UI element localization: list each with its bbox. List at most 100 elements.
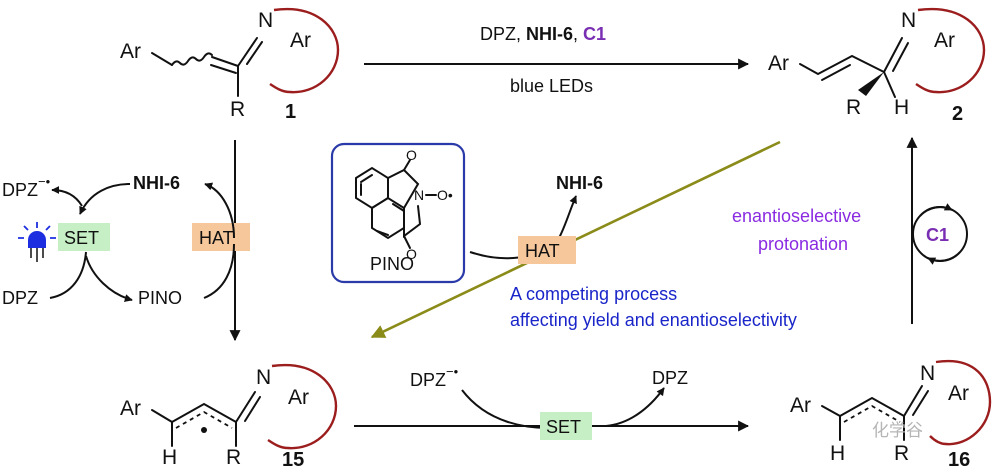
r-label: R	[894, 442, 909, 465]
set-label: SET	[64, 228, 99, 248]
oxygen-bottom: O	[406, 246, 417, 262]
arc-set-to-dpz-radical	[51, 186, 83, 207]
hat-label-left: HAT	[199, 228, 234, 248]
h-label: H	[162, 446, 177, 469]
imine-second-bond	[912, 390, 929, 416]
dpz-label: DPZ	[2, 288, 38, 308]
alkene-second-bond	[821, 64, 851, 81]
imine-second-bond	[892, 42, 909, 72]
bond-to-n	[903, 385, 923, 417]
compound-2-structure: Ar R H N Ar 2	[768, 7, 986, 125]
n-label: N	[256, 366, 271, 389]
reduction-step: DPZ−• DPZ SET	[354, 364, 750, 440]
h-label: H	[830, 442, 845, 465]
bond	[151, 52, 173, 66]
carbonyl-top	[403, 159, 411, 171]
ring-ar-label: Ar	[288, 386, 309, 409]
dpz-radical-anion: DPZ−•	[2, 174, 51, 200]
pino-structure-box: O O N O• PINO	[330, 142, 466, 284]
arc-dpz-to-set	[49, 251, 87, 299]
radical-dot	[201, 427, 207, 433]
dpz-label-bottom: DPZ	[652, 368, 688, 388]
carbonyl-bottom	[403, 235, 411, 249]
naphthalene-inner-bonds	[360, 174, 405, 236]
bond-to-h	[883, 71, 896, 98]
compound-1-number: 1	[285, 101, 296, 123]
nhi-6-label: NHI-6	[133, 173, 180, 193]
arc-dpz-out	[605, 387, 665, 427]
r-label: R	[230, 98, 245, 121]
allyl-backbone	[171, 402, 237, 423]
pino-label-left: PINO	[138, 288, 182, 308]
alkene-bond	[211, 56, 239, 67]
reagent-catalyst: C1	[583, 24, 606, 44]
ring-ar-label: Ar	[934, 29, 955, 52]
arc-hat-to-nhi	[204, 182, 235, 239]
imide-ring-bottom	[403, 205, 422, 238]
hat-box-left	[192, 223, 250, 251]
aryl-label: Ar	[120, 40, 141, 63]
r-label: R	[226, 446, 241, 469]
compound-1-structure: Ar R N Ar 1	[120, 7, 340, 123]
aromatic-ring-arc	[929, 359, 992, 446]
competing-text-line-2: affecting yield and enantioselectivity	[510, 310, 797, 330]
pino-box-label: PINO	[370, 254, 414, 274]
set-box-bottom	[540, 412, 592, 440]
backbone-bonds	[799, 54, 885, 76]
bond-ar-c	[151, 409, 173, 447]
r-label: R	[846, 96, 861, 119]
nitrogen-label: N	[414, 187, 424, 203]
hat-label-center: HAT	[525, 241, 560, 261]
photoredox-cycle: DPZ−• NHI-6 SET HAT DPZ PINO	[2, 173, 250, 308]
aryl-label: Ar	[120, 397, 141, 420]
nhi-6-label-center: NHI-6	[556, 173, 603, 193]
bond-to-n	[883, 37, 903, 73]
hashed-wedge-bond	[858, 72, 884, 96]
arc-pino-to-hat	[203, 243, 235, 299]
arc-set-to-pino	[85, 255, 133, 302]
enantioselective-label: enantioselective	[732, 206, 861, 226]
imide-ring-top	[387, 168, 420, 209]
h-label: H	[894, 96, 909, 119]
ring-ar-label: Ar	[290, 29, 311, 52]
watermark-text: 化学谷	[872, 421, 923, 440]
reagent-sep: ,	[573, 24, 583, 44]
aryl-label: Ar	[768, 52, 789, 75]
n-label: N	[901, 9, 916, 32]
catalyst-cycle-icon	[912, 203, 968, 265]
protonation-step: enantioselective protonation C1	[732, 136, 968, 324]
ring-ar-label: Ar	[948, 382, 969, 405]
bond-to-n	[237, 37, 258, 67]
compound-15-number: 15	[282, 449, 304, 470]
allyl-backbone	[839, 396, 905, 417]
competing-hat-pathway: NHI-6 HAT A competing process affecting …	[370, 140, 797, 339]
delocalized-bond	[843, 404, 901, 423]
delocalized-bond	[175, 410, 233, 429]
hat-box-center	[518, 236, 576, 264]
arc-nhi-to-set	[79, 183, 131, 215]
compound-15-structure: Ar H R N Ar 15	[120, 363, 338, 470]
reagent-nhi: NHI-6	[526, 24, 573, 44]
light-condition: blue LEDs	[510, 76, 593, 96]
n-label: N	[258, 9, 273, 32]
protonation-label: protonation	[758, 234, 848, 254]
reagent-dpz: DPZ,	[480, 24, 526, 44]
arc-dpz-in	[461, 389, 549, 429]
led-lamp-icon	[18, 222, 56, 262]
compound-16-number: 16	[948, 449, 970, 470]
aromatic-ring-arc	[267, 363, 338, 450]
aromatic-ring-arc	[269, 7, 340, 94]
bond-ar-c	[821, 405, 841, 441]
catalyst-c1-label: C1	[926, 225, 949, 245]
oxyl-radical: O•	[437, 187, 453, 203]
reaction-conditions: DPZ, NHI-6, C1	[480, 24, 606, 44]
n-label: N	[920, 362, 935, 385]
imine-second-bond	[244, 396, 261, 422]
imine-second-bond	[246, 41, 263, 65]
aromatic-ring-arc	[915, 7, 986, 94]
competing-text-line-1: A competing process	[510, 284, 677, 304]
set-box	[58, 223, 110, 251]
set-label-bottom: SET	[546, 417, 581, 437]
dpz-radical-anion-bottom: DPZ−•	[410, 364, 459, 390]
